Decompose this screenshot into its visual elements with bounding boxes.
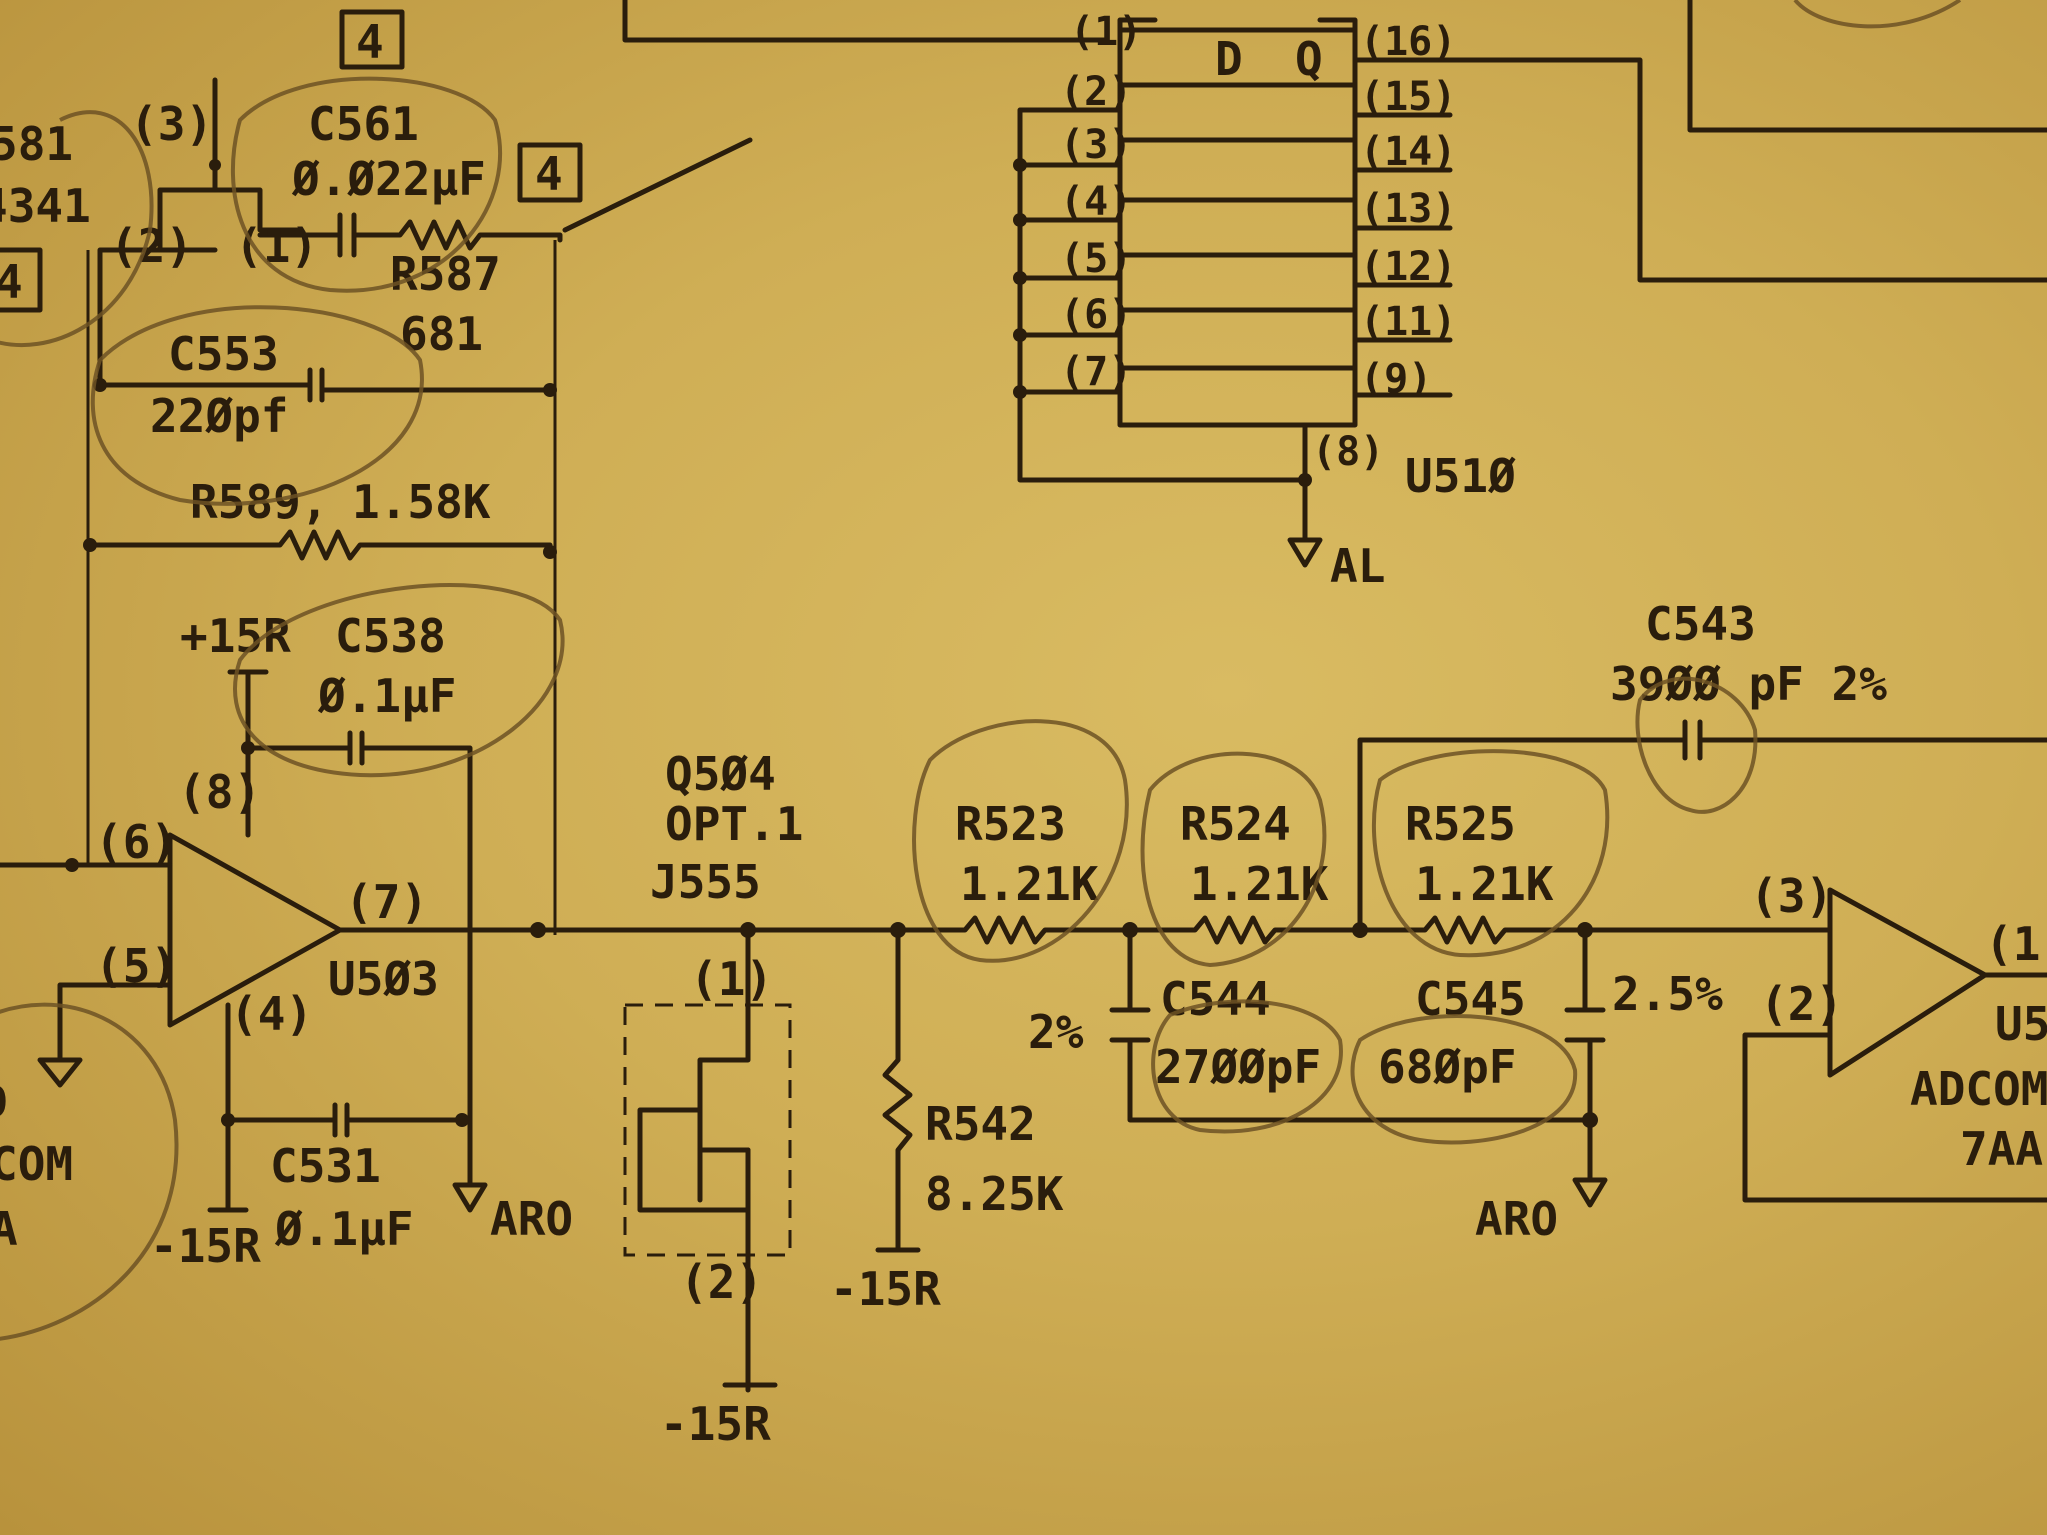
label-nets-leftcut2: 4341	[0, 179, 91, 233]
label-components-r587-ref: R587	[390, 247, 501, 301]
label-pins-ic5: (5)	[1060, 236, 1132, 282]
label-components-r524-ref: R524	[1180, 797, 1291, 851]
label-nets-leftcut4: COM	[0, 1137, 73, 1191]
label-nets-aro: ARO	[490, 1192, 573, 1246]
rc-ladder	[895, 719, 2047, 1208]
ic-u510: (1) (2) (3) (4) (5) (6) (7) (8) (16) (15…	[622, 0, 2047, 593]
label-pins-ic12: (12)	[1360, 244, 1456, 290]
label-components-c531-value: Ø.1µF	[274, 1202, 413, 1256]
label-pins-ic4: (4)	[1060, 179, 1132, 225]
label-nets-minus15r: -15R	[830, 1262, 941, 1316]
label-pins-ic14: (14)	[1360, 129, 1456, 175]
label-pins-ic9: (9)	[1360, 356, 1432, 402]
label-nets-box4: 4	[356, 15, 384, 69]
label-components-r525-ref: R525	[1405, 797, 1516, 851]
label-pins-p3: (3)	[1750, 869, 1833, 923]
label-components-r589-value: 1.58K	[352, 475, 491, 529]
label-pins-ic3: (3)	[1060, 122, 1132, 168]
label-components-q504-ref: Q5Ø4	[665, 747, 776, 801]
label-pins-ic16: (16)	[1360, 19, 1456, 65]
label-pins-icD: D	[1215, 32, 1243, 86]
label-pins-p2: (2)	[680, 1255, 763, 1309]
label-components-c538-ref: C538	[335, 609, 446, 663]
label-components-u5x-ref: U5	[1995, 997, 2047, 1051]
label-nets-leftcut3: D	[0, 1075, 8, 1129]
pen-check-mark	[562, 137, 753, 233]
label-pins-p7: (7)	[345, 875, 428, 929]
label-nets-leftcut1: 581	[0, 117, 73, 171]
label-nets-minus15r: -15R	[150, 1219, 261, 1273]
label-pins-ic11: (11)	[1360, 299, 1456, 345]
label-nets-plus15r: +15R	[180, 609, 291, 663]
label-components-r542-value: 8.25K	[925, 1167, 1064, 1221]
label-components-c538-value: Ø.1µF	[317, 669, 456, 723]
label-pins-p1: (1)	[235, 219, 318, 273]
label-components-c561-value: Ø.Ø22µF	[291, 152, 486, 206]
opamp-labels: +15R C538 Ø.1µF (8) (6) (7) (5) (4) U5Ø3…	[0, 609, 573, 1273]
label-components-r523-ref: R523	[955, 797, 1066, 851]
label-components-u5x-label1: ADCOM	[1910, 1062, 2047, 1116]
label-nets-al: AL	[1330, 539, 1385, 593]
label-pins-p5: (5)	[95, 939, 178, 993]
label-components-r542-ref: R542	[925, 1097, 1036, 1151]
label-pins-ic8: (8)	[1312, 429, 1384, 475]
jfet-q504	[623, 922, 792, 1393]
label-components-c543-value: 39ØØ pF 2%	[1610, 657, 1887, 711]
pencil-annotations	[0, 0, 1962, 1341]
label-components-c531-ref: C531	[270, 1139, 381, 1193]
label-components-c553-value: 22Øpf	[150, 389, 288, 443]
label-components-c553-ref: C553	[168, 327, 279, 381]
label-components-r525-value: 1.21K	[1415, 857, 1554, 911]
label-components-c544-value: 27ØØpF	[1155, 1040, 1321, 1094]
label-pins-p2: (2)	[1760, 977, 1843, 1031]
label-components-q504-part: J555	[650, 855, 761, 909]
jfet-labels: Q5Ø4 OPT.1 J555 (1) (2) -15R	[650, 747, 803, 1451]
label-nets-box4: 4	[535, 147, 563, 201]
label-pins-icQ: Q	[1295, 32, 1323, 86]
label-pins-ic13: (13)	[1360, 186, 1456, 232]
label-nets-box4: 4	[0, 255, 23, 309]
connector-box-4b	[517, 142, 583, 203]
label-components-c543-ref: C543	[1645, 597, 1756, 651]
label-nets-leftcut5: A	[0, 1202, 18, 1256]
label-components-q504-opt: OPT.1	[665, 797, 803, 851]
label-pins-ic7: (7)	[1060, 349, 1132, 395]
connector-box-4c	[0, 247, 43, 313]
resistor-r542: R542 8.25K -15R	[830, 922, 1064, 1316]
feedback-network	[0, 9, 753, 935]
label-nets-aro: ARO	[1475, 1192, 1558, 1246]
label-nets-minus15r: -15R	[660, 1397, 771, 1451]
label-components-c544-ref: C544	[1160, 972, 1271, 1026]
label-components-c545-value: 68ØpF	[1378, 1040, 1516, 1094]
label-components-u510-ref: U51Ø	[1405, 449, 1516, 503]
label-pins-ic6: (6)	[1060, 292, 1132, 338]
label-components-c545-tol: 2.5%	[1612, 967, 1723, 1021]
label-pins-ic15: (15)	[1360, 74, 1456, 120]
label-pins-p8: (8)	[178, 765, 261, 819]
label-components-u5x-label2: 7AA	[1960, 1122, 2043, 1176]
connector-box-4a	[339, 9, 405, 70]
label-pins-ic1: (1)	[1070, 9, 1142, 55]
label-components-c544-tol: 2%	[1028, 1005, 1084, 1059]
label-pins-p1: (1)	[1985, 917, 2047, 971]
label-components-c561-ref: C561	[308, 97, 419, 151]
label-pins-p6: (6)	[95, 815, 178, 869]
label-pins-p4: (4)	[230, 987, 313, 1041]
label-pins-ic2: (2)	[1060, 69, 1132, 115]
label-components-u503-ref: U5Ø3	[328, 952, 439, 1006]
label-pins-p1: (1)	[690, 952, 773, 1006]
label-pins-p3: (3)	[130, 97, 213, 151]
opamp-u5-right: (3) (2) (1) U5 ADCOM 7AA	[1742, 869, 2047, 1203]
label-components-r523-value: 1.21K	[960, 857, 1099, 911]
